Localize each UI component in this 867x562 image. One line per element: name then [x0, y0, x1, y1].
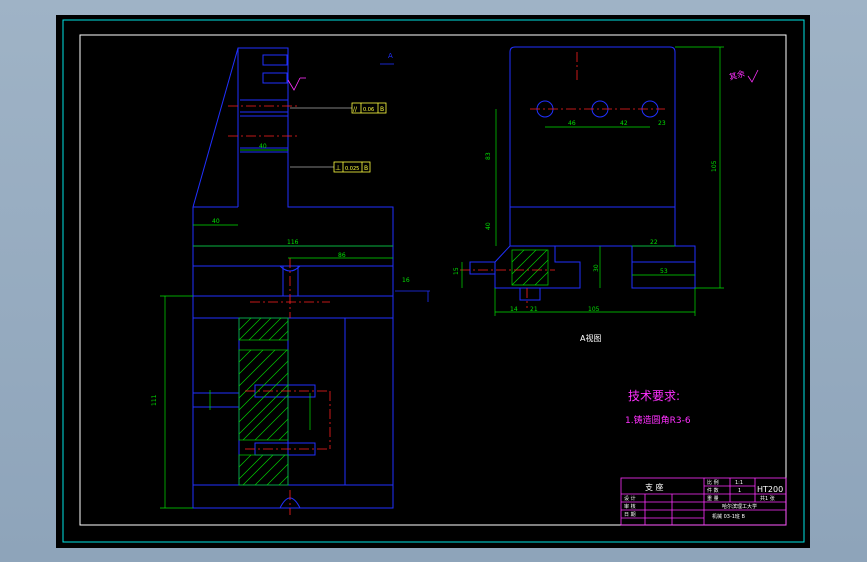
dim-23: 23 [658, 120, 666, 127]
svg-text:A: A [388, 52, 393, 60]
svg-text:B: B [364, 165, 368, 172]
title-block-quantity-value: 1 [738, 488, 741, 494]
roughness-note: 其余 [728, 68, 759, 83]
title-block-weight-label: 重 量 [707, 495, 719, 502]
title-block-scale-value: 1:1 [735, 480, 743, 486]
title-block-scale-label: 比 例 [707, 479, 719, 486]
side-centerlines [460, 52, 665, 308]
dim-105: 105 [711, 160, 718, 172]
dim-15: 15 [453, 267, 460, 275]
title-block-name: 支 座 [645, 482, 664, 492]
side-dimensions [461, 46, 724, 316]
dim-14: 14 [510, 306, 518, 313]
dim-46: 46 [568, 120, 576, 127]
svg-text:0.06: 0.06 [363, 107, 374, 113]
front-dimensions [160, 149, 393, 509]
svg-text:其余: 其余 [728, 68, 746, 82]
title-block-material: HT200 [757, 485, 783, 494]
title-block-row1: 设 计 [624, 495, 636, 502]
dim-16: 16 [402, 277, 410, 284]
dim-42: 42 [620, 120, 628, 127]
title-block [620, 477, 787, 526]
dim-22: 22 [650, 239, 658, 246]
dim-116: 116 [287, 239, 299, 246]
tolerance-frame-perpendicular: ⊥ 0.025 B [290, 161, 371, 173]
dim-40-lower: 40 [212, 218, 220, 225]
title-block-sheet: 共1 张 [760, 495, 775, 502]
title-block-class-code: 机械 03-1班 B [712, 513, 746, 520]
side-plate-outline [509, 46, 676, 247]
section-arrow [395, 290, 430, 302]
svg-text://: // [353, 106, 358, 113]
side-view [469, 46, 696, 301]
front-hatch [238, 317, 289, 486]
view-arrow-marker: A [380, 52, 394, 65]
title-block-school: 哈尔滨理工大学 [722, 503, 757, 510]
column-outline [192, 47, 394, 246]
side-hatch [511, 249, 549, 286]
dim-86: 86 [338, 252, 346, 259]
dim-111: 111 [151, 394, 158, 406]
section-view-label: A视图 [580, 333, 601, 343]
roughness-symbol-front [287, 77, 306, 91]
title-block-row2: 审 核 [624, 503, 636, 510]
dim-40-right: 40 [485, 222, 492, 230]
dim-53: 53 [660, 268, 668, 275]
tech-requirements-line1: 1.铸造圆角R3-6 [625, 414, 691, 426]
outer-border [62, 19, 805, 543]
tolerance-frame-parallel: // 0.06 B [290, 102, 387, 114]
dim-30: 30 [593, 264, 600, 272]
sheet-background [56, 15, 810, 548]
inner-frame [79, 34, 787, 526]
tech-requirements-title: 技术要求: [628, 389, 680, 403]
front-centerlines [228, 105, 331, 515]
svg-text:⊥: ⊥ [335, 164, 341, 172]
dim-83: 83 [485, 152, 492, 160]
svg-text:B: B [380, 106, 384, 113]
dim-21: 21 [530, 306, 538, 313]
title-block-quantity-label: 件 数 [707, 487, 719, 494]
title-block-row3: 日 期 [624, 512, 636, 518]
dim-105-bottom: 105 [588, 306, 600, 313]
svg-text:0.025: 0.025 [345, 166, 359, 172]
dim-40-upper: 40 [259, 143, 267, 150]
